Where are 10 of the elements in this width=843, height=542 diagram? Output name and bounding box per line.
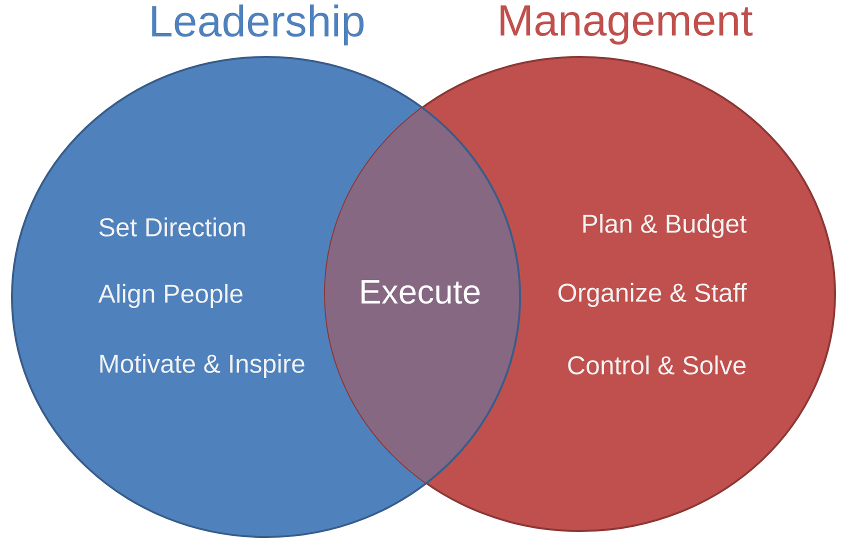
overlap-region [325, 107, 521, 484]
item-label: Motivate & Inspire [100, 354, 304, 378]
heading: Management [500, 5, 753, 45]
item-label: Organize & Staff [558, 282, 747, 308]
heading: Leadership [152, 4, 364, 46]
item-label: Plan & Budget [583, 214, 747, 238]
item-label: Set Direction [99, 217, 245, 236]
item-label: Align People [98, 284, 242, 308]
center-label: Execute [362, 280, 480, 304]
item-label: Control & Solve [568, 355, 746, 374]
